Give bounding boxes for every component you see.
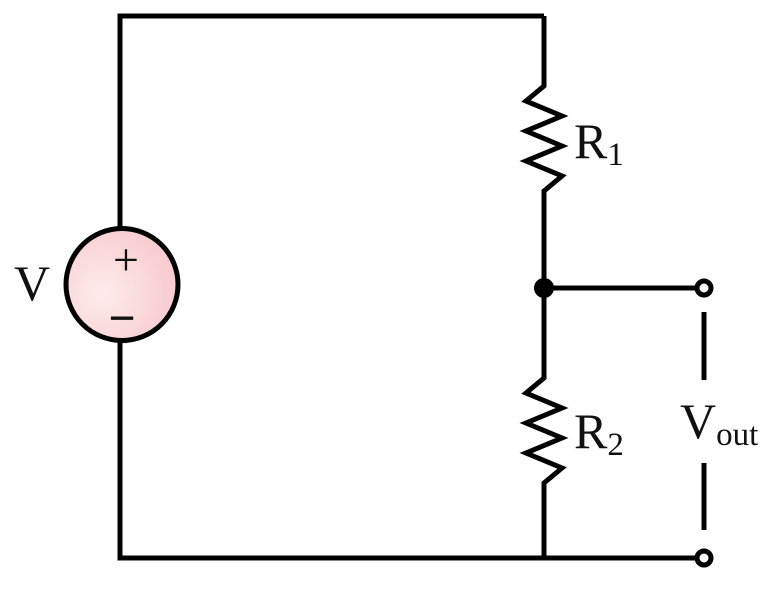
- r2-label-subscript: 2: [607, 426, 624, 463]
- polarity-plus-sign: +: [113, 234, 139, 285]
- resistor-r1-label: R1: [574, 113, 624, 171]
- polarity-minus-sign: −: [108, 292, 136, 345]
- wire-top-left-loop: [117, 13, 544, 230]
- r1-label-subscript: 1: [607, 136, 624, 173]
- output-terminal-top: [694, 278, 714, 298]
- r2-label-base: R: [574, 403, 608, 459]
- source-label-text: V: [14, 255, 51, 311]
- vout-label-base: V: [680, 393, 717, 449]
- wire-bottom-left-loop: [117, 339, 697, 561]
- voltage-source: [63, 226, 181, 343]
- source-label: V: [14, 258, 50, 308]
- resistor-r2-label: R2: [574, 403, 624, 461]
- junction-dot: [534, 278, 554, 298]
- vout-label-subscript: out: [716, 416, 759, 453]
- vout-label: Vout: [680, 393, 758, 451]
- output-terminal-bottom: [694, 548, 714, 568]
- r1-label-base: R: [574, 113, 608, 169]
